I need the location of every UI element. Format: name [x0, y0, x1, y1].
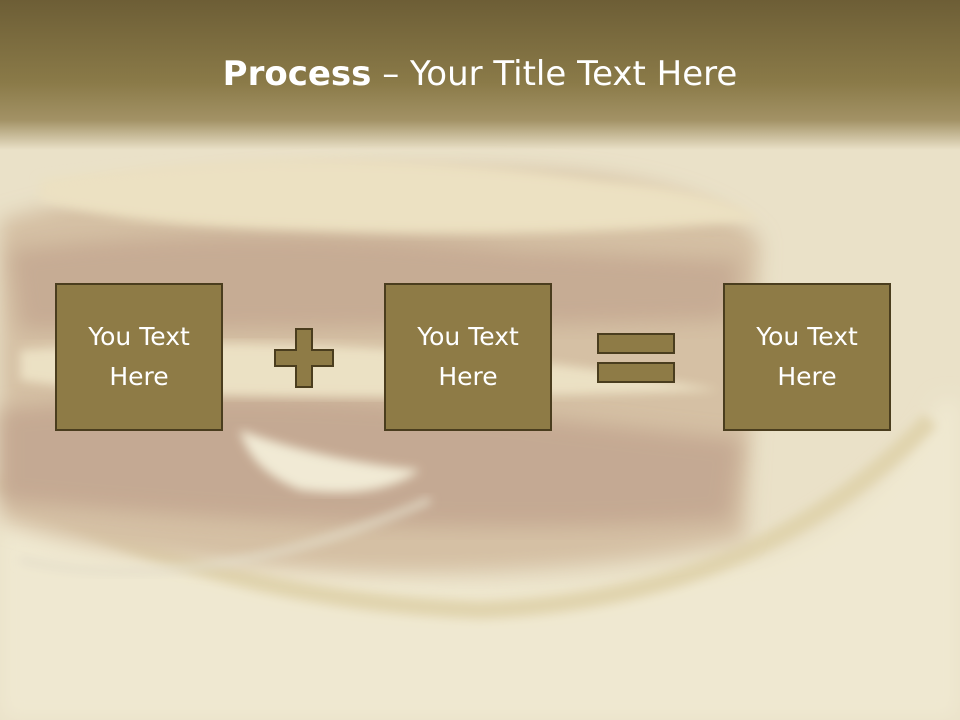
slide-title: Process – Your Title Text Here [0, 52, 960, 96]
title-separator: – [371, 54, 411, 94]
process-box-1[interactable]: You Text Here [55, 283, 223, 431]
plus-icon [274, 328, 334, 388]
title-band [0, 0, 960, 150]
equals-icon [597, 333, 675, 383]
process-box-3[interactable]: You Text Here [723, 283, 891, 431]
process-box-2[interactable]: You Text Here [384, 283, 552, 431]
process-box-2-label: You Text Here [417, 322, 519, 391]
title-bold: Process [222, 54, 372, 94]
process-box-1-label: You Text Here [88, 322, 190, 391]
process-box-3-label: You Text Here [756, 322, 858, 391]
title-rest: Your Title Text Here [410, 54, 738, 94]
